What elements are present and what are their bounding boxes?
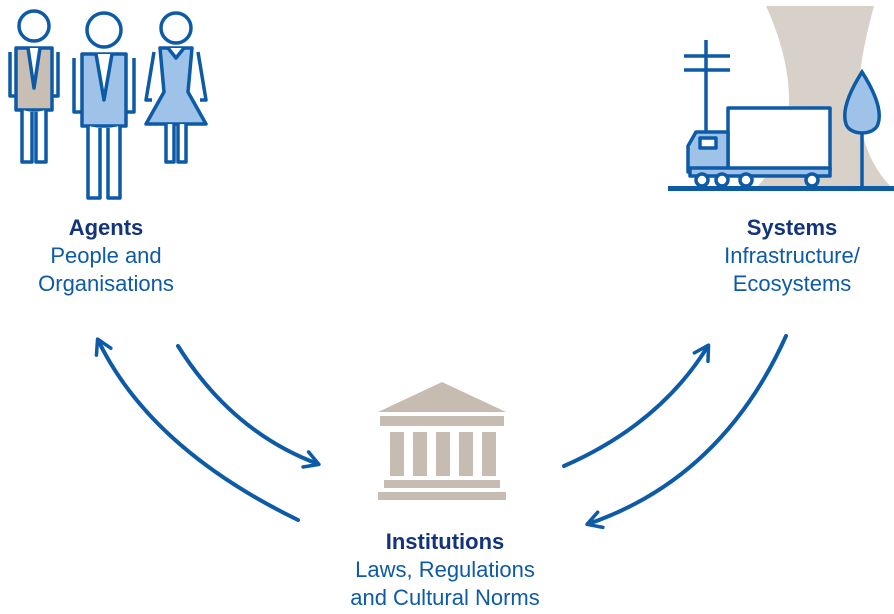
infrastructure-icon	[668, 6, 894, 191]
institutions-title: Institutions	[385, 529, 505, 554]
agents-title: Agents	[68, 215, 144, 240]
person-left-icon	[8, 9, 60, 164]
agents-line-1: People and	[50, 243, 162, 268]
institutions-line-1: Laws, Regulations	[355, 557, 535, 582]
arrows	[94, 334, 788, 530]
systems-title: Systems	[746, 215, 838, 240]
institutions-label: Institutions Laws, Regulations and Cultu…	[300, 528, 590, 612]
institutions-line-2: and Cultural Norms	[350, 585, 540, 610]
systems-label: Systems Infrastructure/ Ecosystems	[692, 214, 892, 298]
agents-label: Agents People and Organisations	[16, 214, 196, 298]
systems-line-2: Ecosystems	[732, 271, 852, 296]
systems-line-1: Infrastructure/	[724, 243, 860, 268]
arrow-agents-to-institutions	[176, 344, 321, 469]
institution-building-icon	[378, 382, 506, 500]
agents-line-2: Organisations	[38, 271, 174, 296]
people-icon	[8, 9, 208, 200]
arrow-institutions-to-agents	[94, 337, 300, 522]
truck-icon	[686, 106, 832, 188]
tree-icon	[843, 68, 881, 186]
ground-line	[668, 186, 894, 191]
person-middle-icon	[72, 11, 136, 200]
person-right-icon	[144, 11, 208, 164]
arrow-institutions-to-systems	[562, 343, 711, 468]
arrow-systems-to-institutions	[585, 334, 788, 530]
